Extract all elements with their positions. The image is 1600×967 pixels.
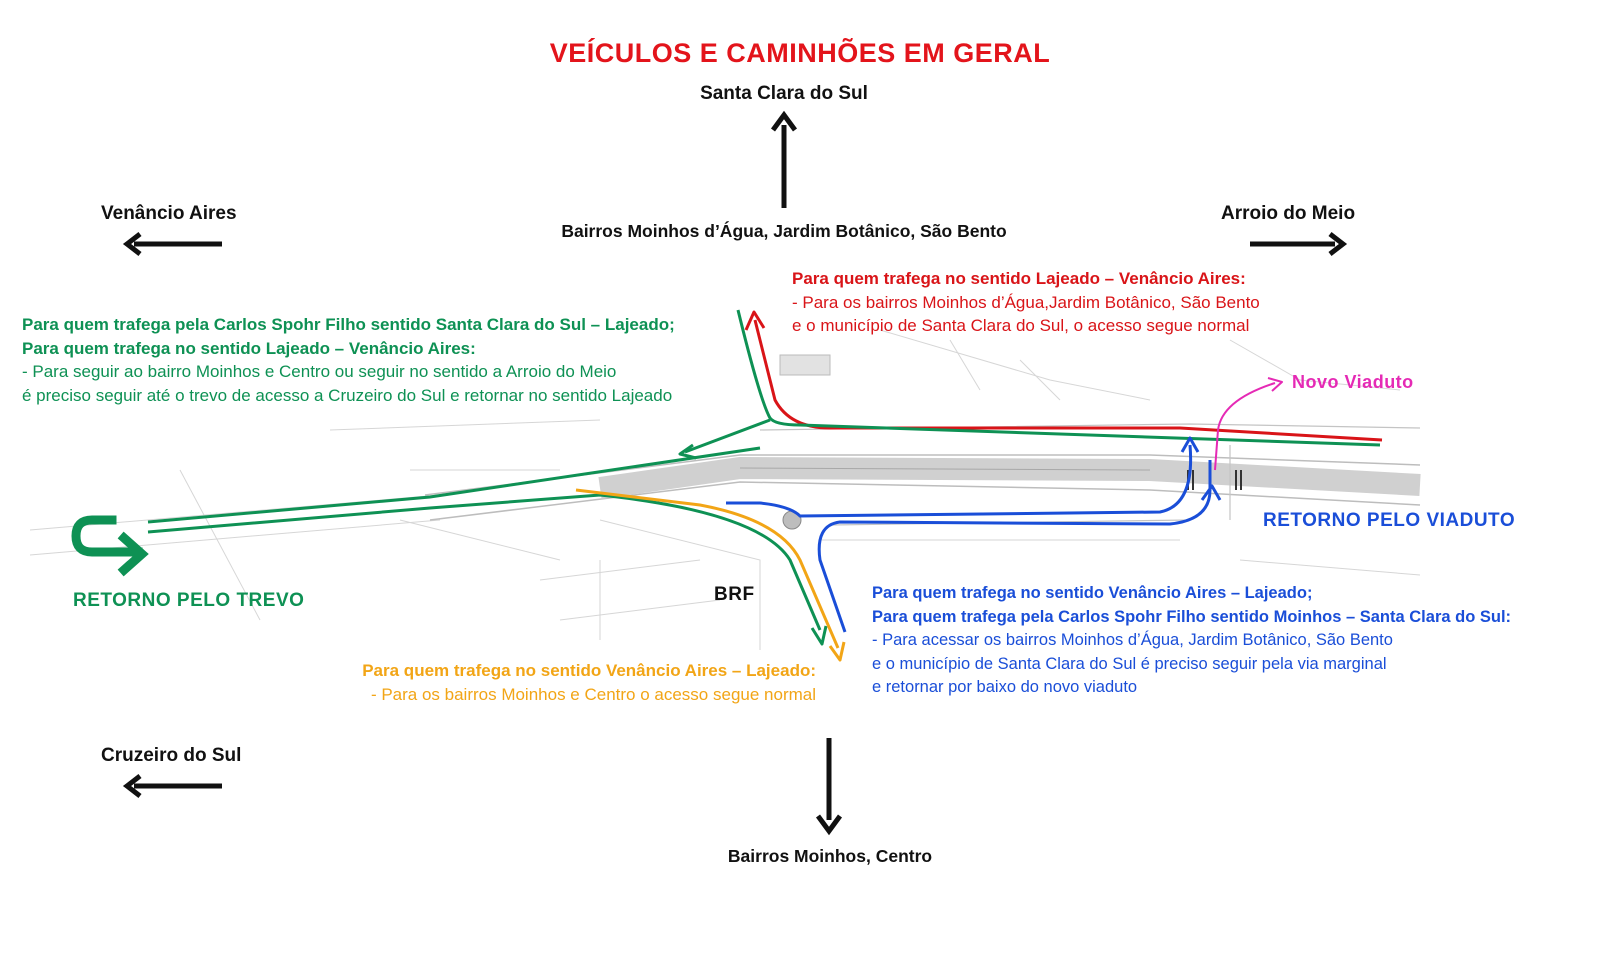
label-brf: BRF <box>714 584 755 605</box>
orange-route <box>575 488 846 662</box>
label-novo-viaduto: Novo Viaduto <box>1292 372 1414 392</box>
destination-south: Bairros Moinhos, Centro <box>727 846 933 866</box>
note-red-line1: - Para os bairros Moinhos d’Água,Jardim … <box>792 292 1260 312</box>
note-green-line2: é preciso seguir até o trevo de acesso a… <box>22 385 673 405</box>
destination-north-bairros: Bairros Moinhos d’Água, Jardim Botânico,… <box>561 221 1007 241</box>
note-blue-line2: e o município de Santa Clara do Sul é pr… <box>872 654 1387 673</box>
note-red: Para quem trafega no sentido Lajeado – V… <box>792 267 1260 338</box>
note-green-head1: Para quem trafega pela Carlos Spohr Filh… <box>22 315 675 334</box>
note-green-head2: Para quem trafega no sentido Lajeado – V… <box>22 338 476 358</box>
page-title: VEÍCULOS E CAMINHÕES EM GERAL <box>549 38 1051 68</box>
arrow-southwest-icon <box>122 774 222 798</box>
destination-east: Arroio do Meio <box>1221 203 1356 224</box>
arrow-south-icon <box>815 738 843 836</box>
label-retorno-viaduto: RETORNO PELO VIADUTO <box>1263 510 1516 531</box>
direction-arrows <box>122 110 1348 836</box>
arrow-east-icon <box>1250 232 1348 256</box>
blue-route <box>726 436 1222 633</box>
note-orange-head: Para quem trafega no sentido Venâncio Ai… <box>362 661 816 680</box>
novo-viaduto-arrow <box>1214 377 1283 471</box>
destination-southwest: Cruzeiro do Sul <box>101 745 242 766</box>
arrow-north-icon <box>770 110 798 208</box>
note-orange: Para quem trafega no sentido Venâncio Ai… <box>342 659 816 706</box>
arrow-west-icon <box>122 232 222 256</box>
label-retorno-trevo: RETORNO PELO TREVO <box>73 590 305 611</box>
green-route <box>147 309 1381 646</box>
u-turn-icon <box>71 515 149 577</box>
red-route <box>744 310 1383 442</box>
note-blue-head2: Para quem trafega pela Carlos Spohr Filh… <box>872 607 1512 626</box>
note-blue-head1: Para quem trafega no sentido Venâncio Ai… <box>872 584 1313 602</box>
note-blue: Para quem trafega no sentido Venâncio Ai… <box>872 582 1511 700</box>
note-blue-line3: e retornar por baixo do novo viaduto <box>872 678 1138 696</box>
destination-west: Venâncio Aires <box>101 203 237 224</box>
note-green: Para quem trafega pela Carlos Spohr Filh… <box>22 313 675 407</box>
note-green-line1: - Para seguir ao bairro Moinhos e Centro… <box>22 362 617 381</box>
note-blue-line1: - Para acessar os bairros Moinhos d’Água… <box>872 631 1393 649</box>
note-orange-line1: - Para os bairros Moinhos e Centro o ace… <box>370 684 816 704</box>
destination-north: Santa Clara do Sul <box>700 83 868 104</box>
note-red-head: Para quem trafega no sentido Lajeado – V… <box>792 269 1246 288</box>
note-red-line2: e o município de Santa Clara do Sul, o a… <box>792 316 1250 335</box>
